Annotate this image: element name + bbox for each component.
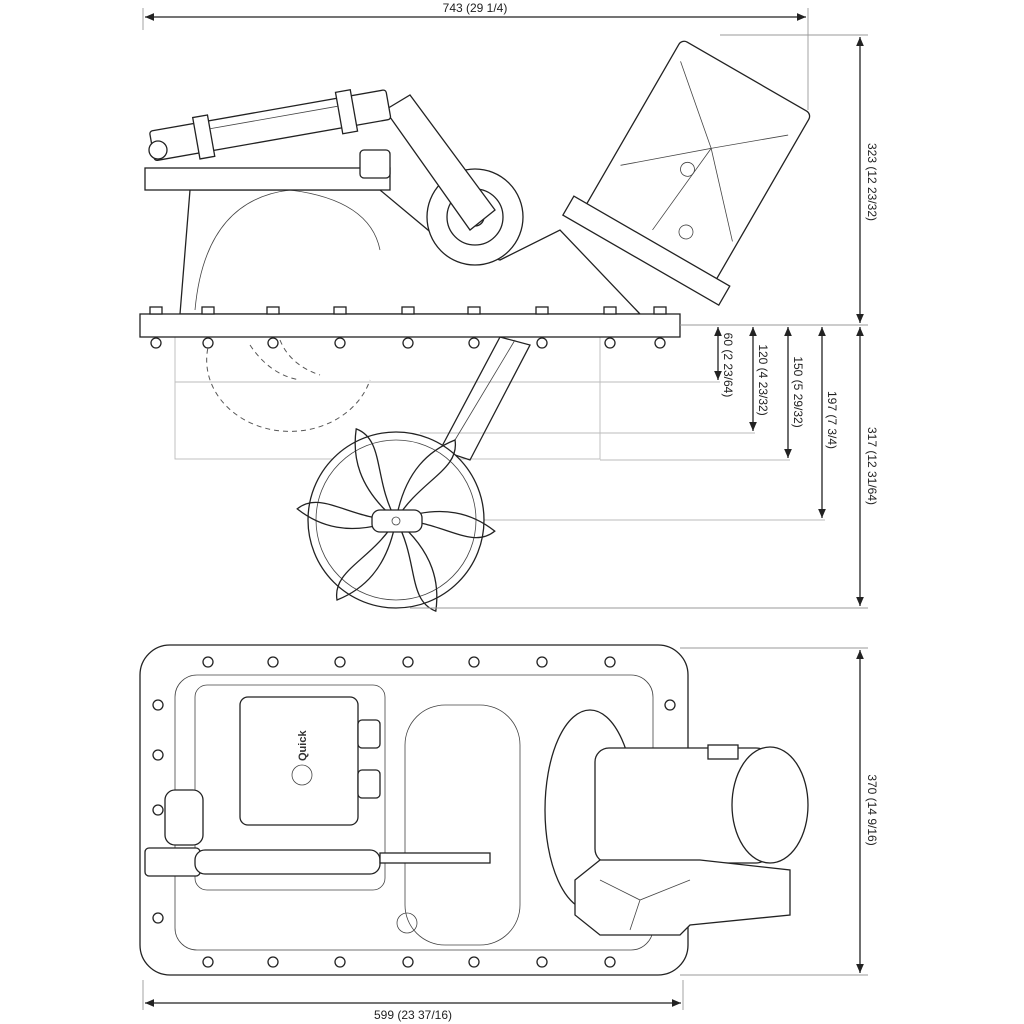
- bolt: [267, 956, 279, 968]
- tunnel-outline: [404, 704, 521, 946]
- bolt: [202, 656, 214, 668]
- bolt: [402, 656, 414, 668]
- mounting-flange: [139, 313, 681, 338]
- bolt: [402, 956, 414, 968]
- actuator-rod: [379, 852, 491, 864]
- bolt: [536, 956, 548, 968]
- bolt: [152, 699, 164, 711]
- bolt: [664, 699, 676, 711]
- bolt-nut: [202, 337, 214, 349]
- dim-plate-length: 599 (23 37/16): [374, 1008, 452, 1022]
- bolt: [334, 656, 346, 668]
- control-box-gland-1: [357, 719, 381, 749]
- bolt: [536, 656, 548, 668]
- electric-motor: [561, 40, 811, 307]
- motor-end-cap: [731, 746, 809, 864]
- hub-center: [391, 516, 401, 526]
- dim-depth-120: 120 (4 23/32): [756, 344, 770, 415]
- dim-height-above-flange: 323 (12 23/32): [865, 143, 879, 221]
- propeller-blade: [395, 439, 456, 521]
- bolt: [267, 656, 279, 668]
- bolt-head: [201, 306, 215, 315]
- control-box-gland-2: [357, 769, 381, 799]
- recess-outline: [194, 684, 386, 891]
- bolt: [334, 956, 346, 968]
- lever-arm: [384, 94, 496, 231]
- thruster-leg: [439, 336, 531, 461]
- dim-depth-197: 197 (7 3/4): [825, 391, 839, 449]
- bolt-head: [149, 306, 163, 315]
- motor-bracket: [574, 859, 791, 936]
- propeller-blades: [296, 428, 496, 612]
- dim-depth-below-flange: 317 (12 31/64): [865, 427, 879, 505]
- bolt: [152, 912, 164, 924]
- top-dimensions: 370 (14 9/16) 599 (23 37/16): [142, 647, 879, 1022]
- bolt-head: [333, 306, 347, 315]
- bracket-detail: [599, 879, 691, 931]
- actuator-cylinder: [194, 849, 381, 875]
- bolt-nut: [604, 337, 616, 349]
- bolt: [604, 956, 616, 968]
- bolt-head: [653, 306, 667, 315]
- propeller-blade: [336, 519, 397, 601]
- bolt-nut: [654, 337, 666, 349]
- bolt-head: [266, 306, 280, 315]
- propeller-hub: [371, 509, 423, 533]
- brand-logo: [291, 764, 313, 786]
- flange-bolts: [149, 306, 667, 349]
- bolt: [468, 956, 480, 968]
- bolt-head: [467, 306, 481, 315]
- bolt-head: [535, 306, 549, 315]
- dim-depth-150: 150 (5 29/32): [791, 356, 805, 427]
- side-dimensions: 743 (29 1/4) 323 (12 23/32) 317 (12 31/6…: [142, 1, 879, 609]
- bolt-head: [401, 306, 415, 315]
- bolt-nut: [150, 337, 162, 349]
- propeller-blade: [296, 501, 397, 530]
- actuator-base: [144, 167, 391, 191]
- bolt: [468, 656, 480, 668]
- actuator-mount: [148, 140, 168, 160]
- ground-symbol: [396, 912, 418, 934]
- control-box: [239, 696, 359, 826]
- top-view: Quick: [139, 644, 809, 976]
- cable-gland: [359, 149, 391, 179]
- leg-detail: [454, 339, 516, 441]
- bolt-nut: [402, 337, 414, 349]
- dim-plate-width: 370 (14 9/16): [865, 774, 879, 845]
- motor-terminal: [707, 744, 739, 760]
- bolt-head: [603, 306, 617, 315]
- bolt-nut: [334, 337, 346, 349]
- actuator-motor: [164, 789, 204, 846]
- linear-actuator: [149, 89, 392, 162]
- bolt-nut: [267, 337, 279, 349]
- propeller-blade: [395, 519, 438, 612]
- bolt-nut: [536, 337, 548, 349]
- bolt: [152, 804, 164, 816]
- propeller-blade: [354, 428, 397, 521]
- dim-overall-length: 743 (29 1/4): [443, 1, 508, 15]
- bolt: [152, 749, 164, 761]
- bolt-nut: [468, 337, 480, 349]
- retracted-blade-outline: [249, 339, 321, 381]
- retracted-propeller-outline: [206, 339, 371, 432]
- actuator-end: [144, 847, 201, 877]
- bolt: [202, 956, 214, 968]
- brand-logo-text: Quick: [297, 730, 309, 761]
- bolt: [604, 656, 616, 668]
- side-view: [139, 40, 825, 612]
- dim-depth-60: 60 (2 23/64): [721, 333, 735, 398]
- propeller-blade: [395, 510, 496, 539]
